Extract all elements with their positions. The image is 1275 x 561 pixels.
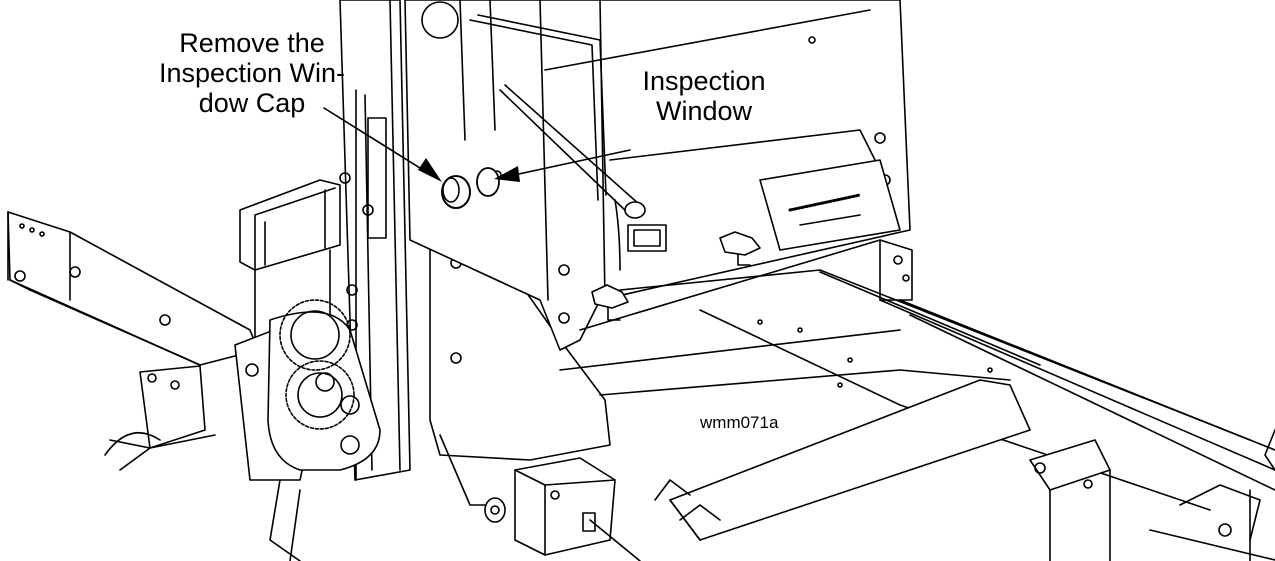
crank-handle: [421, 0, 646, 219]
inspection-window: [476, 167, 500, 197]
box-bracket: [239, 179, 341, 346]
right-frame: [579, 159, 913, 331]
callout-remove-cap-line-2: Inspection Win-: [158, 58, 346, 88]
callout-remove-cap-line-3: dow Cap: [198, 88, 306, 118]
remove-cap-arrowhead: [418, 158, 442, 182]
callout-inspection-window-line-1: Inspection: [642, 66, 766, 96]
callout-remove-cap-line-1: Remove the: [179, 28, 325, 58]
left-outrigger-arm: [7, 211, 259, 366]
remove-cap-leader: [323, 107, 437, 179]
callout-inspection-window: Inspection Window: [610, 66, 798, 126]
star-knobs: [591, 231, 761, 321]
inspection-window-arrowhead: [494, 166, 520, 182]
callout-inspection-window-line-2: Window: [655, 96, 753, 126]
inspection-window-cap: [441, 175, 471, 209]
main-housing: [404, 0, 911, 351]
left-floor-support: [104, 365, 216, 471]
track-rails: [559, 269, 1275, 511]
right-floor-supports: [1029, 429, 1275, 561]
bearing-block: [484, 457, 641, 561]
inspection-window-leader: [499, 149, 631, 179]
callout-remove-cap: Remove the Inspection Win- dow Cap: [134, 28, 370, 118]
leader-arrows: [323, 107, 631, 182]
figure-id: wmm071a: [700, 413, 779, 432]
cross-beam: [654, 379, 1031, 541]
sprocket-assembly: [234, 299, 381, 561]
